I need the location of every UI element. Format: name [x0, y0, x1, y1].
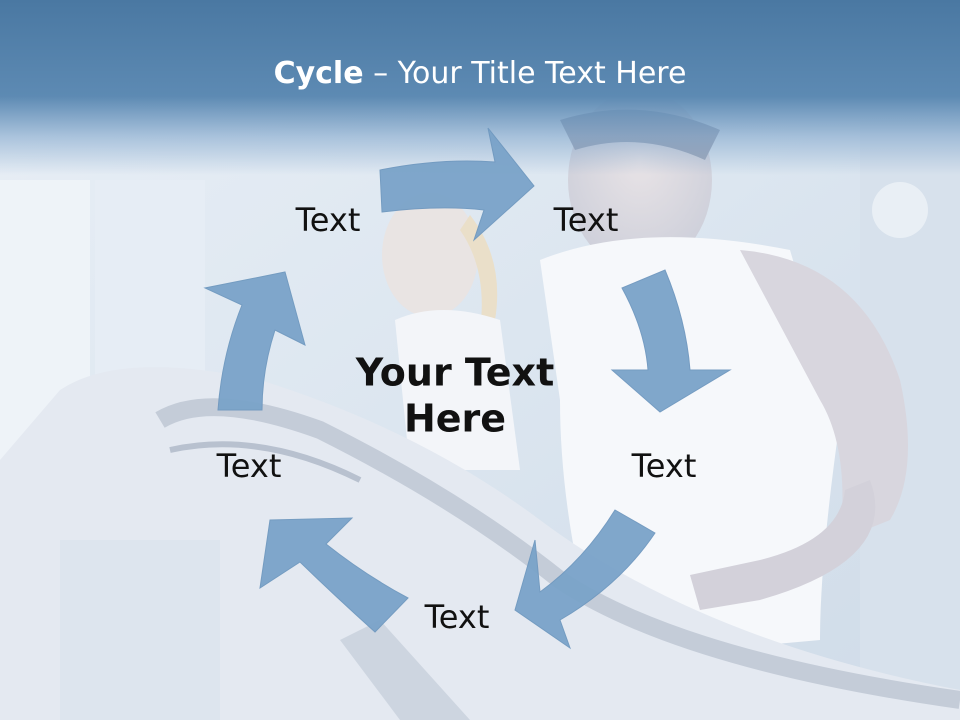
center-text: Your Text Here	[325, 350, 585, 443]
title-bold: Cycle	[273, 56, 364, 91]
cycle-arrow-3	[514, 509, 656, 650]
cycle-arrow-5	[203, 271, 306, 411]
cycle-label-2: Text	[553, 201, 619, 239]
center-text-line1: Your Text	[355, 350, 555, 395]
cycle-label-3: Text	[631, 447, 697, 485]
cycle-label-4: Text	[424, 598, 490, 636]
title-rest: – Your Title Text Here	[363, 56, 687, 91]
center-text-line2: Here	[403, 397, 507, 441]
title-band	[0, 0, 960, 175]
cycle-label-1: Text	[295, 201, 361, 239]
cycle-arrow-2	[610, 269, 732, 413]
cycle-arrow-1	[379, 127, 535, 242]
slide-title: Cycle – Your Title Text Here	[0, 56, 960, 91]
cycle-label-5: Text	[216, 447, 282, 485]
cycle-arrow-4	[259, 517, 409, 633]
